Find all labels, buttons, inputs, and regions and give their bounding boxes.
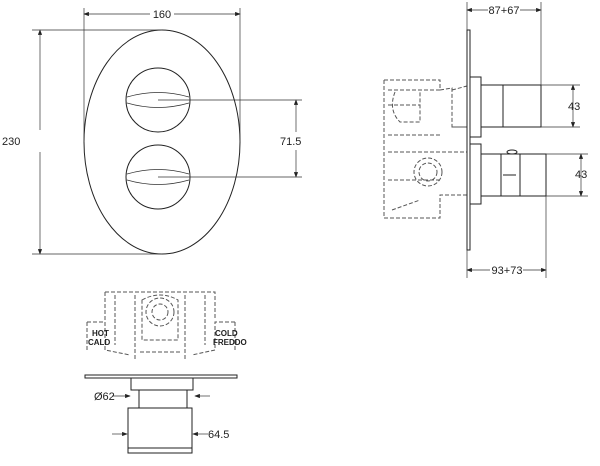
stem (138, 389, 188, 409)
cold-label: COLD (215, 329, 238, 338)
width-dim-label: 160 (153, 9, 171, 21)
stem-collar (130, 377, 194, 391)
upper-knob-dim-label: 43 (568, 101, 580, 113)
hot-label: HOT (92, 329, 109, 338)
knob-bottom (127, 407, 193, 454)
upper-depth-dim-label: 87+67 (489, 5, 520, 17)
upper-handle-side (469, 76, 542, 138)
lower-handle-side (469, 143, 547, 205)
concealed-body-bottom (86, 291, 236, 360)
concealed-body (383, 79, 468, 219)
lower-knob-dim-label: 43 (575, 169, 587, 181)
knob-spacing-dim-label: 71.5 (280, 136, 301, 148)
lower-depth-dim-label: 93+73 (492, 265, 523, 277)
cold-label-italian: FREDDO (213, 338, 247, 347)
faceplate-outline (83, 29, 241, 255)
side-view: 87+67 93+73 43 43 (383, 2, 588, 278)
height-dim-label: 230 (2, 136, 20, 148)
stem-diameter-dim-label: Ø62 (94, 391, 115, 403)
knob-dim-label: 64.5 (208, 429, 229, 441)
faceplate-side (466, 29, 471, 251)
front-view: 160 230 71.5 (2, 8, 302, 255)
bottom-view: HOT CALD COLD FREDDO Ø62 64.5 (84, 291, 247, 454)
hot-label-italian: CALD (88, 338, 110, 347)
